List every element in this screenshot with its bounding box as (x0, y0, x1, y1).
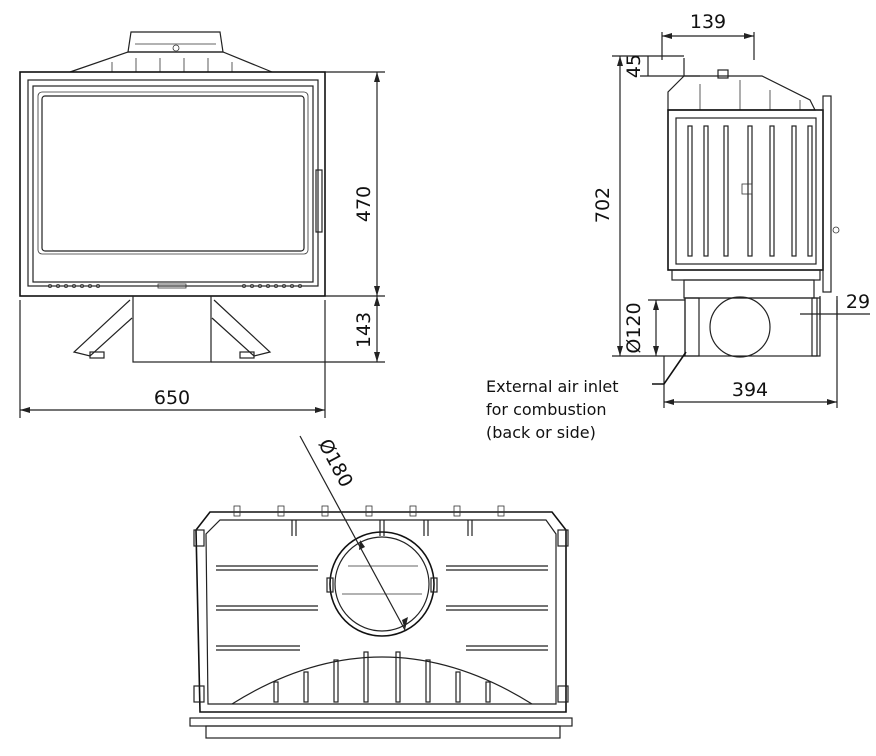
front-door-height-dimension: 470 (353, 186, 375, 222)
air-inlet-note-line-1: External air inlet (486, 377, 619, 396)
air-inlet-note-line-2: for combustion (486, 400, 607, 419)
side-top-offset-dimension: 45 (623, 54, 645, 78)
front-view (19, 31, 385, 418)
side-offset-dimension: 29 (846, 291, 870, 313)
side-top-depth-dimension: 139 (690, 11, 726, 33)
side-depth-dimension: 394 (732, 379, 768, 401)
front-stand-height-dimension: 143 (353, 312, 375, 348)
top-flue-diameter-dimension: Ø180 (314, 435, 357, 491)
side-view (612, 32, 870, 408)
top-view (189, 435, 573, 739)
side-total-height-dimension: 702 (592, 187, 614, 223)
side-inlet-diameter-dimension: Ø120 (623, 302, 645, 353)
front-width-dimension: 650 (154, 387, 190, 409)
air-inlet-note-line-3: (back or side) (486, 423, 596, 442)
